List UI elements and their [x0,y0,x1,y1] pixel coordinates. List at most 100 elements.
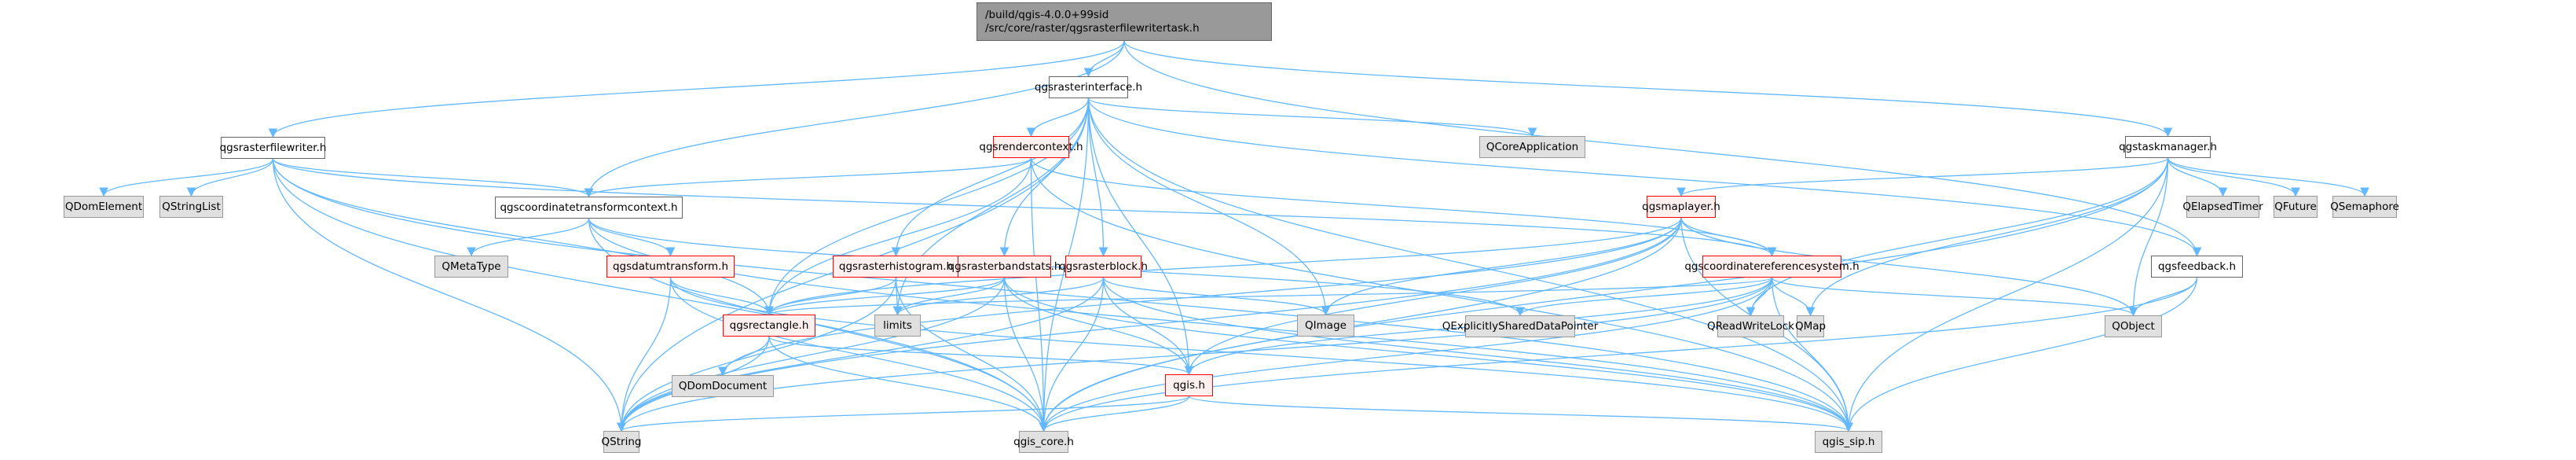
dependency-edge [1123,40,2202,257]
graph-node-label: qgsrasterblock.h [1059,259,1148,273]
dependency-edge [768,336,1194,376]
graph-node-qgsmaplayer[interactable]: qgsmaplayer.h [1642,196,1720,218]
graph-node-qgscoordinatereferencesystem[interactable]: qgscoordinatereferencesystem.h [1684,256,1860,278]
graph-node-qimage[interactable]: QImage [1297,315,1354,337]
dependency-edge [617,277,1006,432]
root-node-label-line: /build/qgis-4.0.0+99sid [985,8,1109,21]
dependency-edge [1102,277,1194,376]
dependency-edge [1083,40,1125,78]
dependency-edge [718,217,1682,377]
graph-node-qgstaskmanager[interactable]: qgstaskmanager.h [2119,136,2217,158]
graph-node-label: QObject [2112,319,2155,333]
dependency-edge [2167,157,2300,197]
graph-node-qgsrasterfilewriter[interactable]: qgsrasterfilewriter.h [219,137,327,159]
dependency-edge [1680,217,1777,257]
graph-node-label: qgsfeedback.h [2157,259,2237,273]
dependency-edge [1515,277,1773,317]
graph-node-qdomdocument[interactable]: QDomDocument [672,375,774,397]
graph-node-qmap[interactable]: QMap [1794,315,1827,337]
dependency-edge [764,157,1032,316]
dependency-edge [1102,277,1331,316]
root-node-label-line: /src/core/raster/qgsrasterfilewritertask… [985,21,1200,35]
dependency-edge [1087,98,1194,376]
dependency-edge [617,396,1190,432]
graph-node-qcoreapplication[interactable]: QCoreApplication [1479,136,1585,158]
dependency-edge [1030,157,1049,432]
graph-node-qgsrasterinterface[interactable]: qgsrasterinterface.h [1035,76,1142,98]
dependency-edge [1771,277,2138,317]
dependency-edge [2167,157,2228,197]
dependency-edge [268,40,1125,138]
graph-node-qgsfeedback[interactable]: qgsfeedback.h [2151,256,2243,278]
graph-node-qgsrasterhistogram[interactable]: qgsrasterhistogram.h [833,256,959,278]
dependency-edge [669,277,1853,432]
dependency-edge [272,158,594,198]
graph-node-label: QImage [1305,318,1347,332]
dependency-edge [1805,157,2169,317]
graph-node-qstringlist[interactable]: QStringList [159,196,223,218]
graph-node-qgsrasterblock[interactable]: qgsrasterblock.h [1059,256,1148,278]
dependency-edge [1087,98,1331,316]
dependency-edge [1039,277,2198,432]
dependency-edge [1039,277,1773,432]
graph-node-qgis-core[interactable]: qgis_core.h [1013,431,1074,453]
dependency-edge [1087,98,2202,257]
dependency-edge [764,98,1090,316]
dependency-edge [1771,277,1816,317]
dependency-edge [1039,396,1190,432]
dependency-edge [1771,277,1853,432]
graph-node-qgsrectangle[interactable]: qgsrectangle.h [723,315,815,337]
dependency-edge [764,277,1773,316]
graph-node-qfuture[interactable]: QFuture [2274,196,2318,218]
graph-node-qsemaphore[interactable]: QSemaphore [2330,196,2399,218]
dependency-edge [617,277,672,432]
graph-node-label: qgstaskmanager.h [2119,140,2217,153]
dependency-edge [584,157,1032,198]
dependency-edge [1188,396,1853,432]
graph-node-qgsrasterbandstats[interactable]: qgsrasterbandstats.h [948,256,1061,278]
graph-node-qstring[interactable]: QString [602,431,641,453]
dependency-edge [1026,98,1090,138]
dependency-edge [1087,98,1108,257]
graph-node-label: QDomDocument [678,379,768,392]
dependency-edge [2128,157,2169,317]
graph-node-qreadwritelock[interactable]: QReadWriteLock [1707,315,1794,337]
graph-node-qexplicitlyshareddatapointer[interactable]: QExplicitlySharedDataPointer [1442,315,1598,337]
dependency-edge [588,218,676,257]
graph-node-label: qgsrasterfilewriter.h [219,141,327,154]
graph-node-label: qgis_sip.h [1822,435,1875,448]
graph-node-qmetatype[interactable]: QMetaType [434,256,508,278]
dependency-edge [669,277,774,316]
graph-node-root[interactable]: /build/qgis-4.0.0+99sid/src/core/raster/… [977,2,1272,41]
dependency-edge [617,277,1105,432]
dependency-edge [1030,157,1853,432]
graph-node-qgis-sip[interactable]: qgis_sip.h [1815,431,1882,453]
graph-node-label: QFuture [2274,200,2317,213]
dependency-edge [892,98,1090,316]
dependency-edge [272,158,1777,257]
dependency-edge [764,217,1682,316]
graph-node-qgsrendercontext[interactable]: qgsrendercontext.h [979,136,1083,158]
graph-node-qelapsedtimer[interactable]: QElapsedTimer [2182,196,2263,218]
dependency-edge [1087,98,1537,138]
graph-node-label: qgsrendercontext.h [979,140,1083,153]
dependency-edge [1039,157,2169,432]
graph-node-label: QSemaphore [2330,200,2399,213]
graph-node-label: qgscoordinatetransformcontext.h [500,201,678,214]
graph-node-qgis[interactable]: qgis.h [1165,374,1213,396]
dependency-edge [272,158,626,432]
dependency-edge [1844,157,2169,432]
dependency-edge [1680,217,2138,317]
graph-node-limits[interactable]: limits [874,315,921,337]
graph-node-label: qgsrasterhistogram.h [838,259,954,273]
graph-node-qdomelement[interactable]: QDomElement [64,196,144,218]
dependency-edge [272,158,1853,432]
graph-node-qgscoordinatetransformcontext[interactable]: qgscoordinatetransformcontext.h [495,197,683,219]
graph-node-qgsdatumtransform[interactable]: qgsdatumtransform.h [606,256,735,278]
dependency-edge [768,336,1049,432]
dependency-edge [669,277,1049,432]
dependency-edge [1087,98,1853,432]
graph-node-qobject[interactable]: QObject [2105,315,2162,337]
graph-node-label: QMap [1794,319,1827,333]
